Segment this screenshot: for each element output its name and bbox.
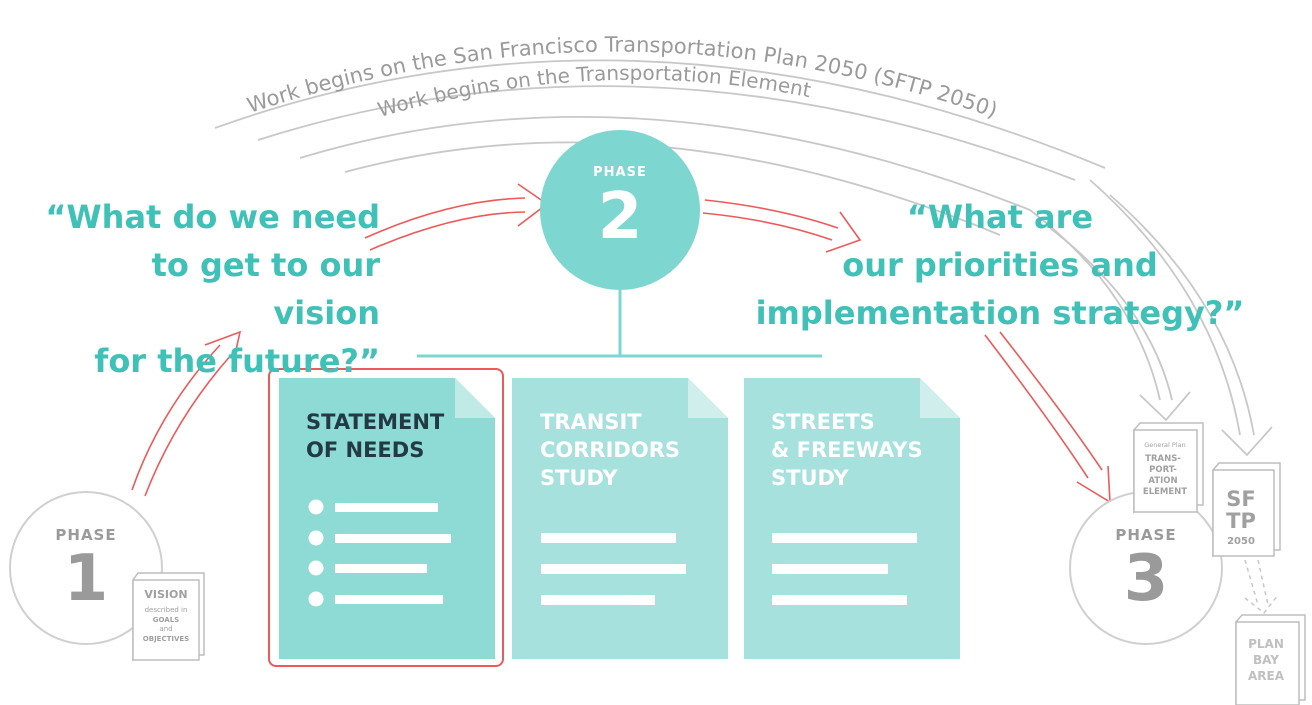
- svg-text:PORT-: PORT-: [1149, 465, 1177, 475]
- question-left: “What do we need to get to our vision fo…: [45, 198, 380, 380]
- timeline-arcs: [214, 59, 1106, 236]
- sftp-book-icon: [1212, 462, 1281, 558]
- vision-book-icon: [132, 572, 205, 662]
- arrow-to-te-book: [1029, 209, 1191, 422]
- phase2-number: 2: [598, 180, 643, 254]
- doc1-title: STATEMENT OF NEEDS: [306, 410, 445, 462]
- arrow-phase2-to-question: [702, 199, 862, 253]
- svg-text:AREA: AREA: [1248, 669, 1285, 683]
- svg-text:GOALS: GOALS: [153, 616, 179, 624]
- arrow-phase1-to-question: [131, 330, 242, 497]
- doc-statement-of-needs: [279, 378, 495, 659]
- svg-text:TP: TP: [1226, 509, 1256, 533]
- sftp-book-title: SF: [1226, 487, 1255, 511]
- doc-transit-corridors: [512, 378, 728, 659]
- vision-book-title: VISION: [144, 588, 187, 601]
- doc1-bullets: [308, 499, 451, 607]
- svg-text:and: and: [159, 625, 172, 633]
- arrow-question-to-phase2: [364, 183, 549, 251]
- transportation-element-book-icon: [1133, 422, 1204, 515]
- doc2-lines: [541, 533, 686, 605]
- plan-bay-area-book-title: PLAN: [1248, 637, 1284, 651]
- svg-text:BAY: BAY: [1253, 653, 1279, 667]
- phase1-label: PHASE: [55, 526, 116, 544]
- question-right: “What are our priorities and implementat…: [755, 198, 1245, 332]
- plan-bay-area-book-icon: [1235, 614, 1306, 705]
- doc3-lines: [772, 533, 917, 605]
- arrow-question-to-phase3: [984, 331, 1111, 504]
- svg-text:described in: described in: [145, 606, 188, 614]
- phase3-label: PHASE: [1115, 526, 1176, 544]
- svg-text:ATION: ATION: [1148, 476, 1177, 486]
- svg-text:2050: 2050: [1227, 536, 1255, 547]
- svg-text:ELEMENT: ELEMENT: [1143, 487, 1187, 497]
- svg-text:TRANS-: TRANS-: [1145, 454, 1181, 464]
- phase3-number: 3: [1124, 542, 1169, 616]
- phase2-label: PHASE: [593, 165, 647, 180]
- doc-highlight: [268, 368, 504, 667]
- phase2-circle: [540, 130, 700, 290]
- phase1-number: 1: [64, 542, 109, 616]
- phase1-circle: [9, 491, 163, 645]
- doc3-title: STREETS & FREEWAYS STUDY: [771, 410, 923, 490]
- svg-text:OBJECTIVES: OBJECTIVES: [143, 635, 189, 643]
- doc2-title: TRANSIT CORRIDORS STUDY: [540, 410, 680, 490]
- dashed-arrow-to-plan-bay-area: [1244, 559, 1279, 615]
- arrow-to-sftp-book: [1089, 179, 1273, 457]
- doc-streets-freeways: [744, 378, 960, 659]
- te-book-top: General Plan: [1144, 441, 1186, 449]
